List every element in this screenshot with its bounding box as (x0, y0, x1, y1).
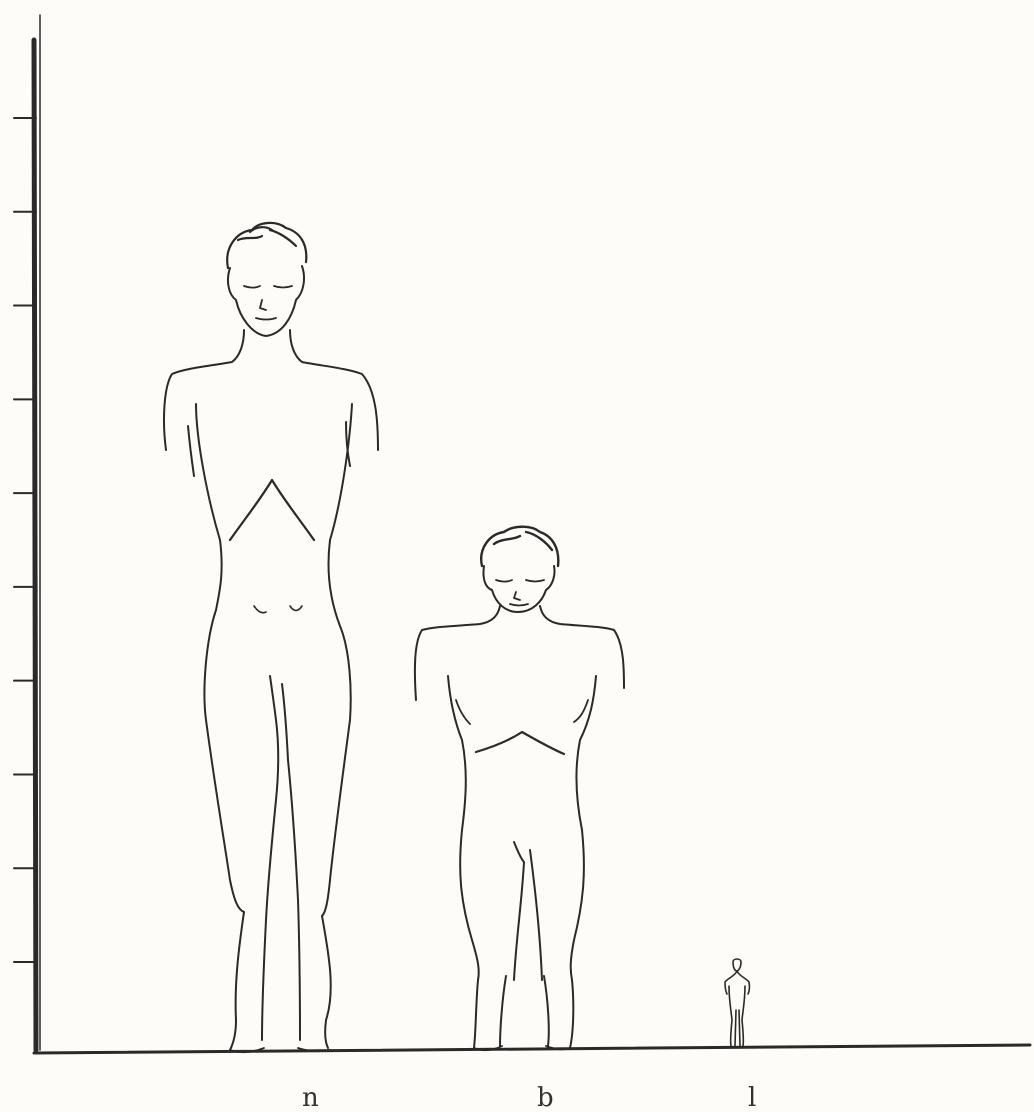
figure-n-left-side (196, 404, 244, 912)
figure-l-head (733, 959, 741, 971)
figure-n-head (228, 266, 304, 336)
figure-n-lower-legs (230, 912, 331, 1050)
figure-b-hair (481, 527, 558, 566)
figure-l-tiny-person (725, 959, 749, 1046)
figure-b-arm-lines (456, 700, 588, 724)
figure-n-ribcage (230, 480, 314, 540)
ground-baseline (34, 1045, 1030, 1053)
figure-n-hair (227, 223, 306, 268)
figure-b-inner-legs (514, 842, 542, 980)
figure-n-right-inner-leg (282, 684, 300, 1040)
figure-b-ribcage (476, 732, 564, 754)
figure-n-hips (254, 606, 302, 613)
figure-b-face (496, 580, 544, 606)
figure-n-right-side (322, 404, 352, 916)
figure-b-lower-legs (474, 976, 573, 1048)
figure-label-b: b (537, 1083, 554, 1112)
figure-b-medium-person (415, 527, 624, 1050)
figure-label-l: l (748, 1083, 756, 1112)
figure-b-left-side (448, 676, 479, 980)
vertical-scale (14, 15, 40, 1050)
figure-b-right-shoulder (540, 606, 624, 688)
figure-l-body-legs (729, 986, 745, 1046)
figure-n-face (244, 286, 292, 320)
figure-n-right-shoulder (290, 330, 378, 450)
figure-b-left-shoulder (415, 606, 500, 700)
figure-n-tall-person (164, 223, 378, 1052)
figure-n-left-inner-leg (262, 676, 278, 1040)
figure-label-n: n (302, 1083, 319, 1112)
figure-n-arm-lines (188, 422, 350, 476)
scale-axis-line (34, 40, 36, 1050)
figure-n-left-shoulder (164, 330, 244, 450)
